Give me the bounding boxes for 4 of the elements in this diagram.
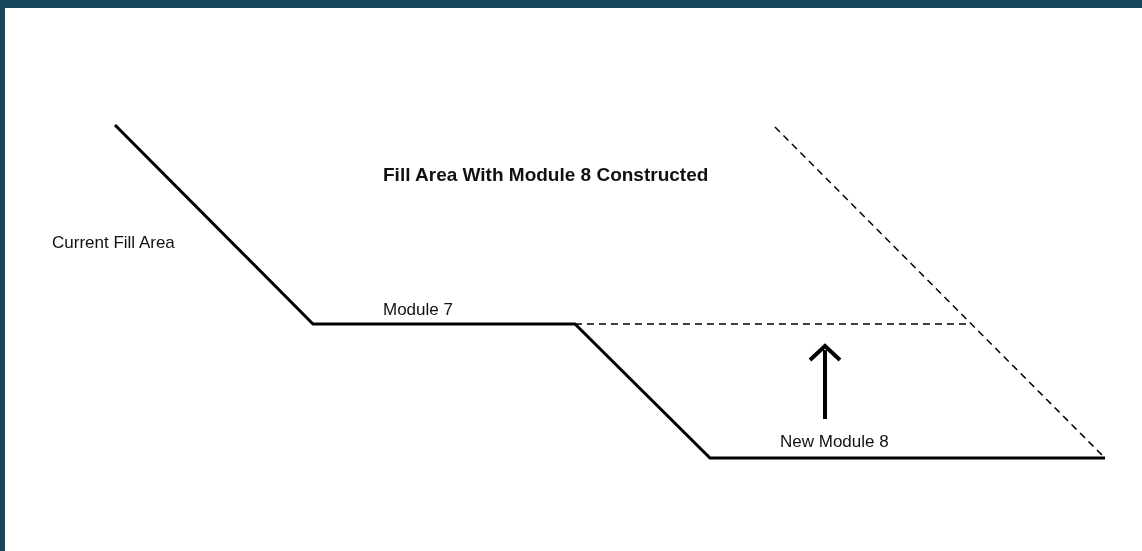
area-label: Current Fill Area [52, 233, 175, 254]
diagram-title: Fill Area With Module 8 Constructed [383, 164, 709, 187]
area-label: Module 7 [383, 300, 453, 321]
area-label: New Module 8 [780, 432, 889, 453]
